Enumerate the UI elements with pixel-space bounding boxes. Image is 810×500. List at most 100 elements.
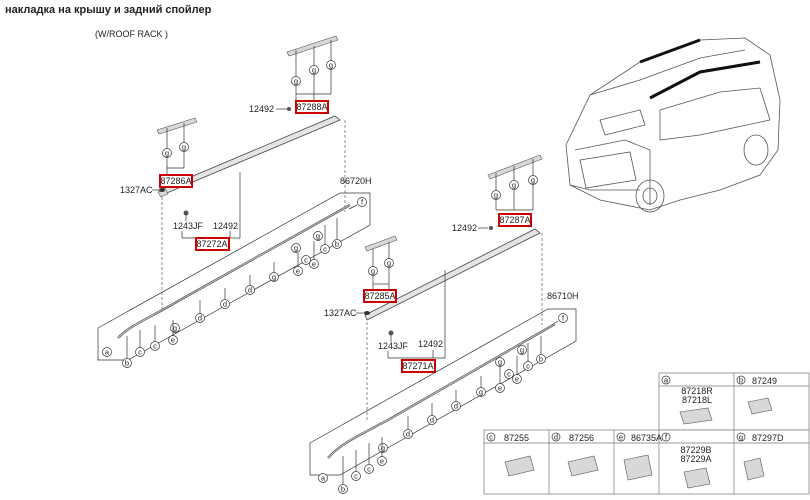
svg-text:e: e: [498, 384, 502, 393]
legend-f-letter: f: [665, 433, 668, 442]
legend-a-part-icon: [679, 407, 713, 425]
svg-text:e: e: [380, 457, 384, 466]
label-86720h: 86720H: [340, 176, 372, 186]
svg-text:b: b: [539, 355, 543, 364]
svg-text:d: d: [406, 430, 410, 439]
svg-text:d: d: [248, 286, 252, 295]
legend-f-part-2: 87229A: [680, 454, 711, 464]
label-12492-a: 12492: [249, 104, 274, 114]
svg-text:b: b: [335, 240, 339, 249]
label-87288a: 87288A: [296, 102, 327, 112]
svg-text:g: g: [316, 232, 320, 241]
clip-strip-87287a: g g g: [487, 154, 543, 211]
legend-e-letter: e: [619, 433, 623, 442]
svg-text:e: e: [515, 375, 519, 384]
label-1327ac-a: 1327AC: [120, 185, 153, 195]
legend-g-letter: g: [739, 433, 743, 442]
label-86710h: 86710H: [547, 291, 579, 301]
highlight-87287a: [498, 213, 532, 227]
assembly-frame-86720h: [97, 192, 371, 361]
clip-strip-87286a: g g: [156, 117, 198, 175]
clip-strip-87288a: g g g: [286, 35, 339, 100]
svg-text:d: d: [454, 402, 458, 411]
callouts-86710h: f a b c c e g d d d g e e c c b g g: [318, 313, 568, 494]
legend-b-part-icon: [747, 397, 773, 415]
label-87272a: 87272A: [196, 239, 227, 249]
roof-rail-right: [364, 228, 541, 321]
svg-text:c: c: [304, 256, 308, 265]
svg-text:f: f: [562, 314, 565, 323]
svg-text:g: g: [387, 259, 391, 268]
legend-e-part-icon: [623, 454, 653, 481]
svg-text:g: g: [494, 191, 498, 200]
svg-text:a: a: [321, 474, 326, 483]
svg-text:g: g: [479, 388, 483, 397]
highlight-87271a: [401, 359, 436, 373]
svg-text:b: b: [341, 485, 345, 494]
svg-text:d: d: [223, 300, 227, 309]
callouts-86720h: f a b c c e g d d d g e e c c b g g: [102, 197, 367, 368]
svg-text:b: b: [125, 359, 129, 368]
legend-b-part: 87249: [752, 376, 777, 386]
svg-text:c: c: [354, 472, 358, 481]
svg-text:g: g: [498, 358, 502, 367]
legend-d-part: 87256: [569, 433, 594, 443]
svg-text:g: g: [531, 176, 535, 185]
svg-text:g: g: [329, 61, 333, 70]
label-12492-d: 12492: [418, 339, 443, 349]
label-1327ac-b: 1327AC: [324, 308, 357, 318]
highlight-87285a: [363, 289, 397, 303]
legend-d-letter: d: [554, 433, 558, 442]
legend-a-part-2: 87218L: [682, 395, 712, 405]
svg-text:g: g: [520, 346, 524, 355]
label-87271a: 87271A: [402, 361, 433, 371]
legend-f-part-icon: [683, 467, 711, 489]
svg-text:c: c: [507, 370, 511, 379]
vehicle-illustration: [565, 37, 781, 213]
svg-text:g: g: [294, 244, 298, 253]
svg-text:a: a: [105, 348, 110, 357]
svg-text:c: c: [153, 342, 157, 351]
legend-f-part-1: 87229B: [680, 445, 711, 455]
label-1243jf-b: 1243JF: [378, 341, 409, 351]
label-1243jf-a: 1243JF: [173, 221, 204, 231]
highlight-87288a: [295, 100, 329, 114]
legend-d-part-icon: [567, 455, 599, 477]
svg-text:g: g: [182, 143, 186, 152]
label-87286a: 87286A: [160, 176, 191, 186]
legend-a-part-1: 87218R: [681, 386, 713, 396]
svg-text:g: g: [381, 444, 385, 453]
svg-text:e: e: [296, 267, 300, 276]
svg-text:g: g: [173, 324, 177, 333]
legend-e-part: 86735A: [631, 433, 662, 443]
label-12492-b: 12492: [213, 221, 238, 231]
legend-c-part: 87255: [504, 433, 529, 443]
page-title: накладка на крышу и задний спойлер: [5, 4, 212, 16]
legend-g-part-icon: [743, 457, 765, 481]
svg-text:c: c: [323, 245, 327, 254]
svg-text:c: c: [526, 362, 530, 371]
svg-text:f: f: [361, 198, 364, 207]
svg-text:c: c: [138, 348, 142, 357]
assembly-frame-86710h: [309, 308, 577, 476]
legend-c-part-icon: [504, 455, 535, 477]
svg-text:g: g: [512, 181, 516, 190]
highlight-87272a: [195, 237, 230, 251]
legend-c-letter: c: [489, 433, 493, 442]
svg-text:g: g: [272, 273, 276, 282]
svg-text:d: d: [198, 314, 202, 323]
svg-text:c: c: [367, 465, 371, 474]
clip-strip-87285a: g g: [364, 235, 398, 290]
legend-b-letter: b: [739, 376, 743, 385]
label-12492-c: 12492: [452, 223, 477, 233]
legend-g-part: 87297D: [752, 433, 784, 443]
svg-text:g: g: [312, 66, 316, 75]
label-87287a: 87287A: [499, 215, 530, 225]
svg-text:e: e: [171, 336, 175, 345]
svg-text:g: g: [165, 149, 169, 158]
legend-a-letter: a: [664, 376, 669, 385]
highlight-87286a: [159, 174, 193, 188]
svg-text:g: g: [371, 267, 375, 276]
legend-table: a 87218R 87218L b 87249 c 87255 d 87256 …: [483, 372, 810, 495]
